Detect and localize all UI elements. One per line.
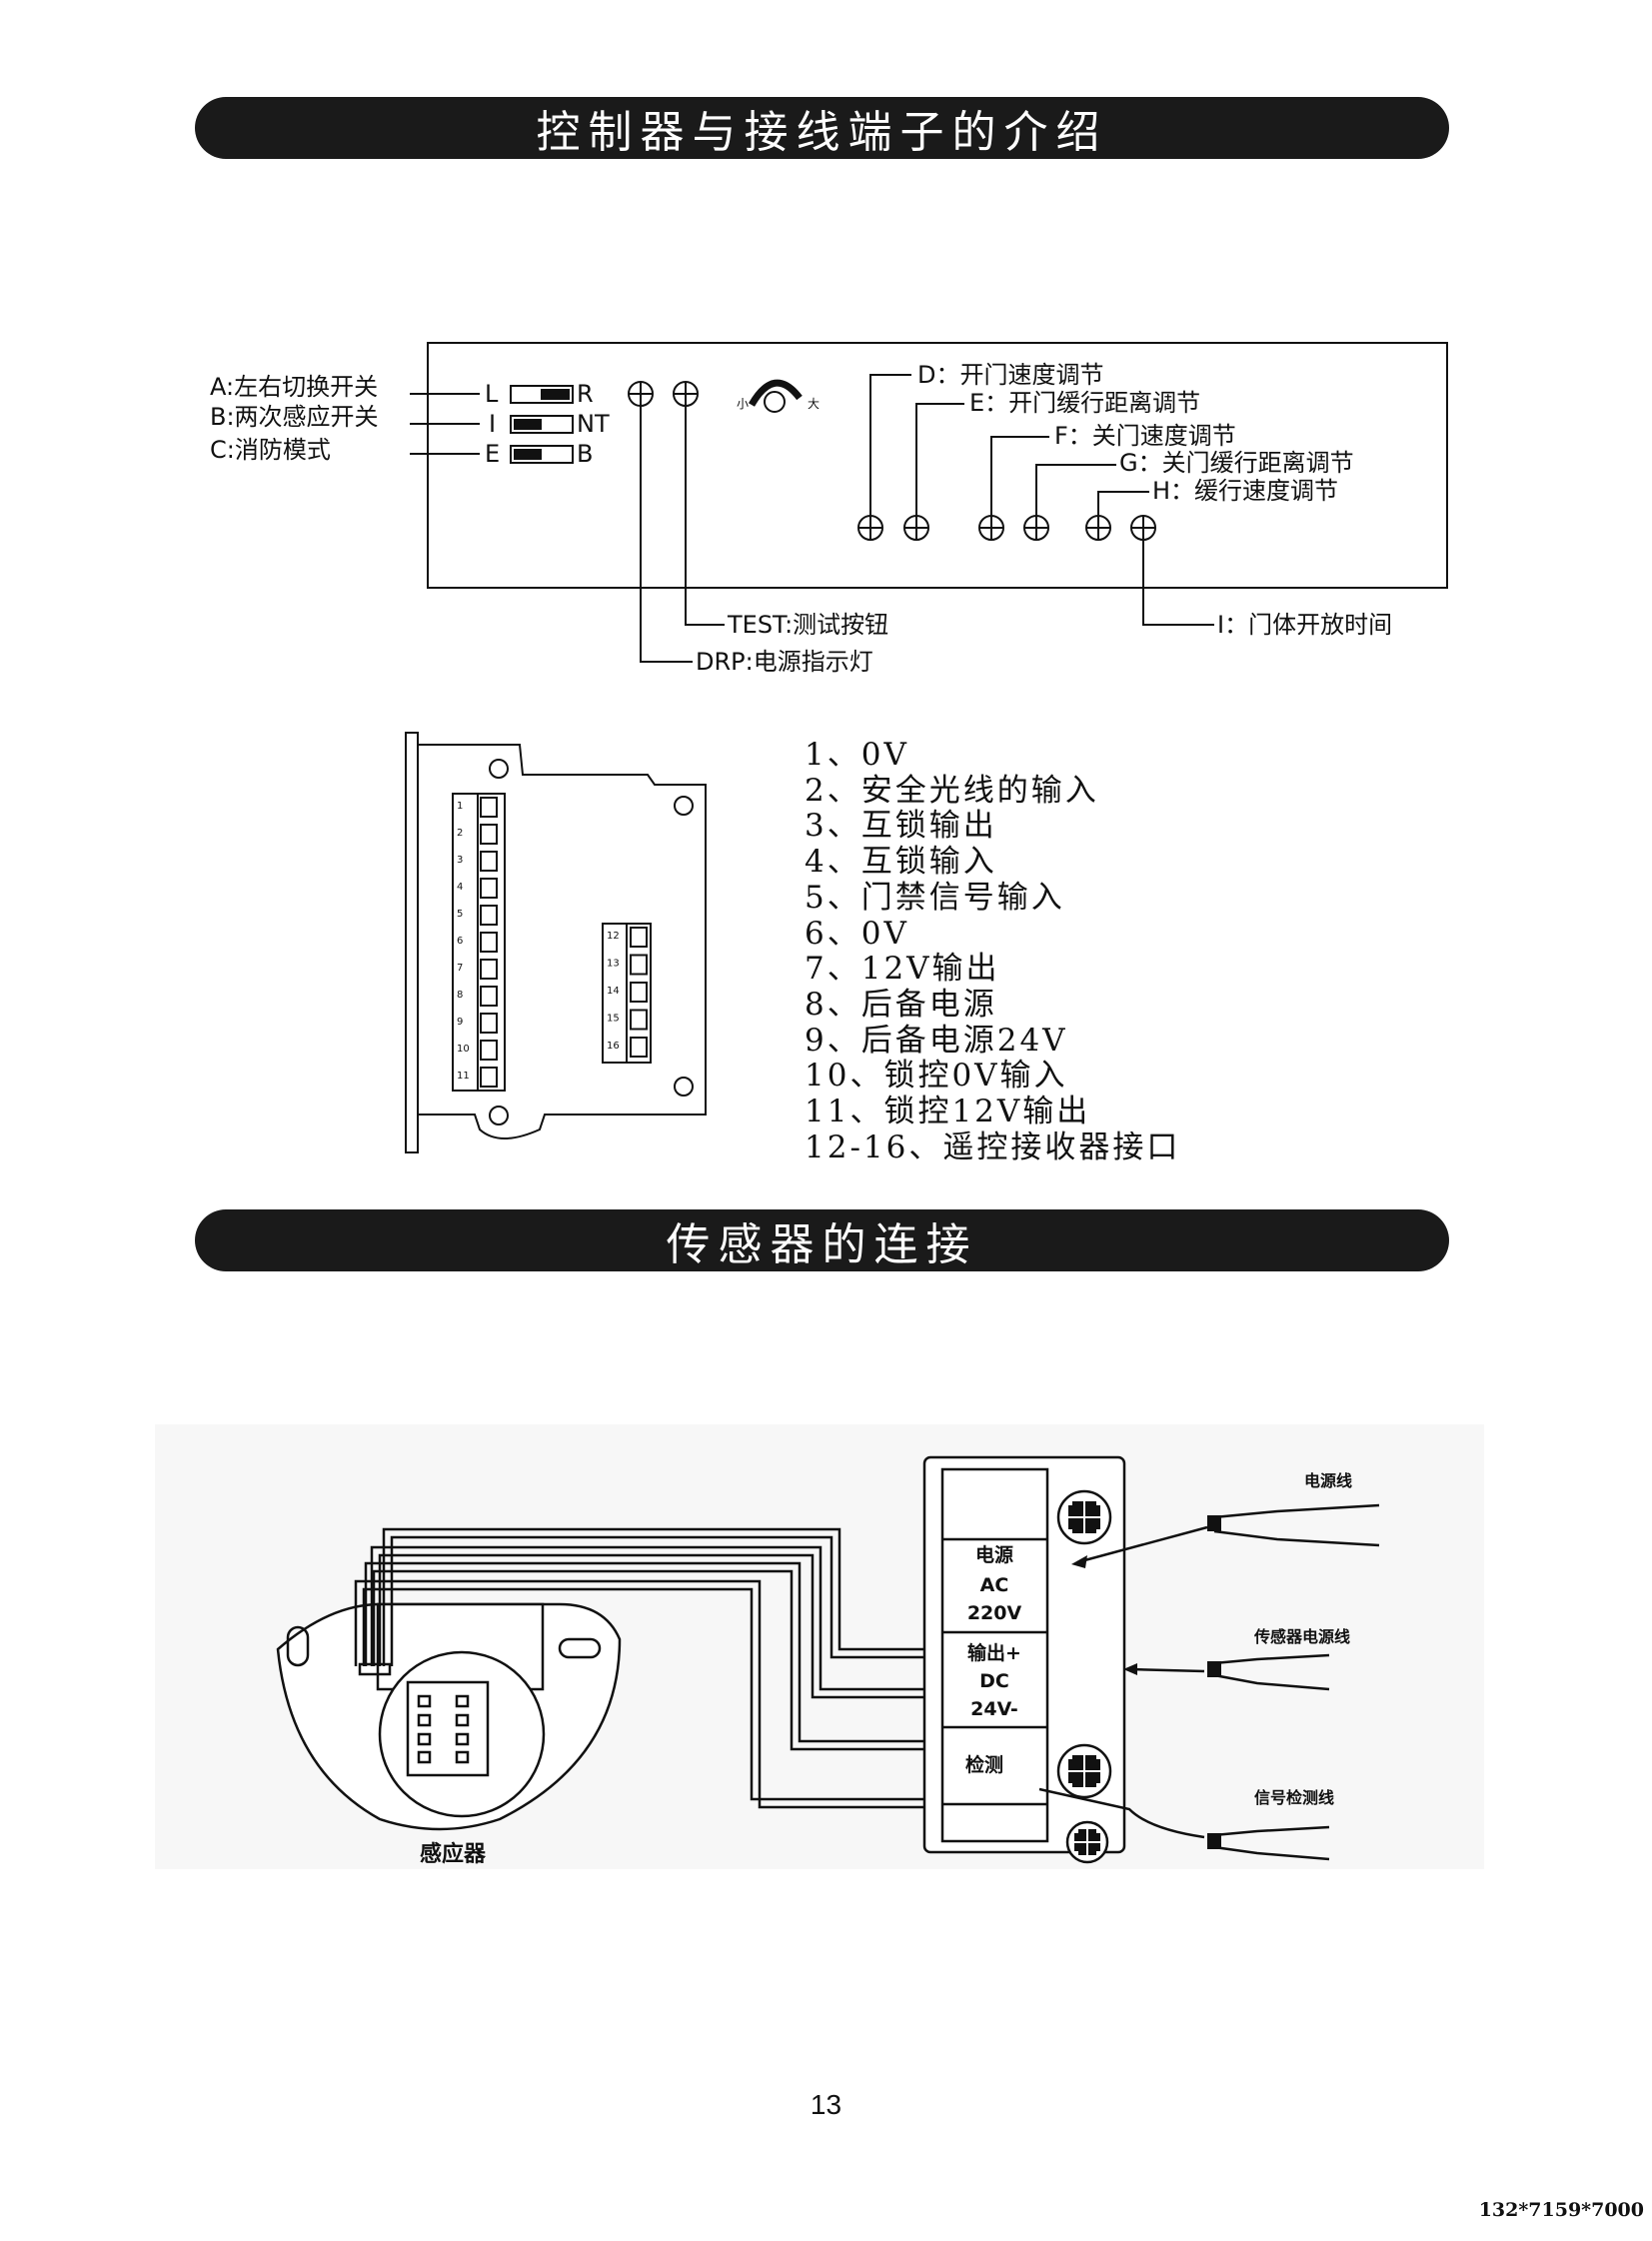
cable-sensor-label: 传感器电源线 bbox=[1253, 1627, 1350, 1646]
terminal-number: 2 bbox=[457, 828, 463, 839]
pin-item: 3、互锁输出 bbox=[805, 808, 997, 845]
block-power-label: 电源 bbox=[975, 1543, 1013, 1566]
terminal-screw bbox=[480, 959, 498, 980]
terminal-number: 4 bbox=[457, 882, 463, 893]
pin-item: 7、12V输出 bbox=[805, 951, 1000, 988]
knob-label-g: G：关门缓行距离调节 bbox=[1119, 449, 1354, 477]
pin-item: 12-16、遥控接收器接口 bbox=[805, 1128, 1181, 1165]
switch-letter: E bbox=[485, 440, 500, 468]
switch-label-b: B:两次感应开关 bbox=[210, 403, 379, 431]
controller-panel bbox=[427, 342, 1448, 589]
switch-letter: B bbox=[577, 440, 593, 468]
sensor-label: 感应器 bbox=[420, 1841, 487, 1867]
drp-label: DRP:电源指示灯 bbox=[696, 648, 873, 676]
page-number: 13 bbox=[810, 2089, 842, 2120]
switch-label-a: A:左右切换开关 bbox=[210, 373, 378, 401]
terminal-screw bbox=[630, 1009, 648, 1031]
terminal-screw bbox=[480, 1013, 498, 1034]
switch-letter: R bbox=[577, 380, 594, 408]
terminal-number: 5 bbox=[457, 909, 463, 920]
document-code: 132*7159*7000 bbox=[1478, 2199, 1644, 2221]
cable-power-label: 电源线 bbox=[1304, 1471, 1352, 1490]
block-power-label: AC bbox=[980, 1574, 1009, 1596]
terminal-screw bbox=[480, 824, 498, 845]
terminal-screw bbox=[480, 1040, 498, 1061]
terminal-screw bbox=[630, 982, 648, 1003]
terminal-number: 1 bbox=[457, 801, 463, 812]
open-time-label: I：门体开放时间 bbox=[1217, 611, 1392, 639]
terminal-number: 11 bbox=[457, 1071, 470, 1082]
pin-description-list: 1、0V 2、安全光线的输入 3、互锁输出 4、互锁输入 5、门禁信号输入 6、… bbox=[805, 737, 1181, 1165]
switch-letter: I bbox=[489, 410, 496, 438]
terminal-number: 15 bbox=[607, 1014, 620, 1025]
switch-label-c: C:消防模式 bbox=[210, 436, 331, 464]
terminal-number: 8 bbox=[457, 990, 463, 1001]
dial-small-label: 小 bbox=[737, 397, 749, 411]
terminal-number: 16 bbox=[607, 1041, 620, 1052]
block-output-label: 输出+ bbox=[967, 1641, 1021, 1664]
section-title-banner: 传感器的连接 bbox=[195, 1209, 1449, 1271]
terminal-block-right: 12 13 14 15 16 bbox=[607, 927, 648, 1058]
block-output-label: 24V- bbox=[970, 1698, 1018, 1720]
terminal-number: 10 bbox=[457, 1044, 470, 1055]
dial-large-label: 大 bbox=[808, 397, 820, 411]
pin-item: 8、后备电源 bbox=[805, 986, 997, 1023]
terminal-number: 6 bbox=[457, 936, 463, 947]
test-label: TEST:测试按钮 bbox=[727, 611, 888, 639]
pin-item: 11、锁控12V输出 bbox=[805, 1094, 1091, 1130]
terminal-screw bbox=[630, 1037, 648, 1058]
knob-label-h: H：缓行速度调节 bbox=[1152, 477, 1338, 505]
pin-item: 10、锁控0V输入 bbox=[805, 1058, 1068, 1095]
switch-letter: L bbox=[485, 380, 499, 408]
terminal-screw bbox=[630, 927, 648, 948]
terminal-screw bbox=[630, 954, 648, 976]
section-title-banner: 控制器与接线端子的介绍 bbox=[195, 97, 1449, 159]
terminal-number: 14 bbox=[607, 986, 620, 997]
pin-item: 9、后备电源24V bbox=[805, 1022, 1068, 1059]
sensor-wiring-diagram: 电源 AC 220V 输出+ DC 24V- 检测 电源线 传感器电源线 信号检… bbox=[155, 1424, 1484, 1869]
knob-label-e: E：开门缓行距离调节 bbox=[969, 389, 1200, 417]
pin-item: 2、安全光线的输入 bbox=[805, 772, 1099, 809]
terminal-screw bbox=[480, 986, 498, 1007]
controller-diagram: A:左右切换开关 B:两次感应开关 C:消防模式 L R I NT E B D：… bbox=[210, 342, 1448, 676]
terminal-number: 12 bbox=[607, 931, 620, 942]
terminal-number: 13 bbox=[607, 959, 620, 970]
terminal-number: 3 bbox=[457, 855, 463, 866]
pin-item: 6、0V bbox=[805, 915, 909, 952]
pin-item: 1、0V bbox=[805, 737, 909, 773]
section-title: 控制器与接线端子的介绍 bbox=[536, 107, 1108, 158]
block-output-label: DC bbox=[979, 1670, 1009, 1692]
terminal-screw bbox=[480, 851, 498, 872]
terminal-screw bbox=[480, 1067, 498, 1088]
cable-signal-label: 信号检测线 bbox=[1254, 1788, 1334, 1807]
terminal-screw bbox=[480, 932, 498, 953]
terminal-number: 9 bbox=[457, 1017, 463, 1028]
knob-label-d: D：开门速度调节 bbox=[917, 361, 1103, 389]
terminal-number: 7 bbox=[457, 963, 463, 974]
terminal-screw bbox=[480, 878, 498, 899]
terminal-block-left: 1 2 3 4 5 6 7 8 9 10 11 bbox=[457, 797, 498, 1088]
terminal-screw bbox=[480, 797, 498, 818]
switch-letter: NT bbox=[577, 410, 610, 438]
knob-label-f: F：关门速度调节 bbox=[1054, 422, 1236, 450]
pin-item: 4、互锁输入 bbox=[805, 844, 997, 881]
block-detect-label: 检测 bbox=[965, 1753, 1003, 1776]
block-power-label: 220V bbox=[967, 1602, 1022, 1624]
section-title: 传感器的连接 bbox=[666, 1219, 978, 1270]
terminal-screw bbox=[480, 905, 498, 926]
pin-item: 5、门禁信号输入 bbox=[805, 879, 1065, 916]
